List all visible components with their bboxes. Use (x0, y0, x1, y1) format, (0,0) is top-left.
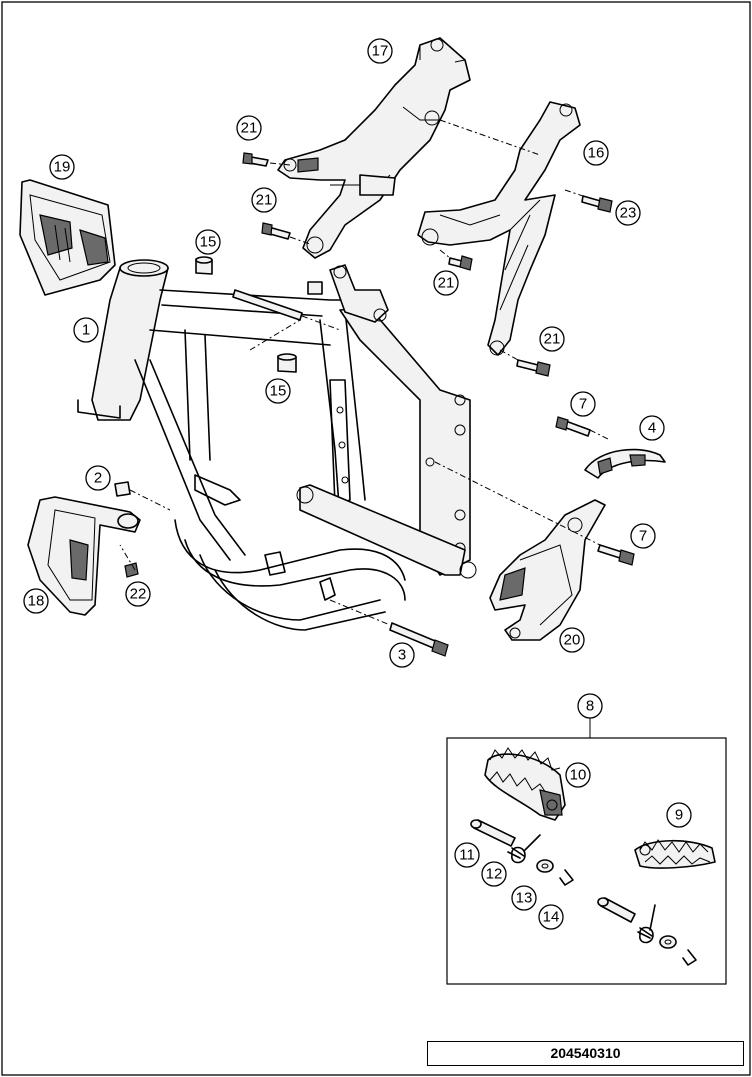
callout-21b: 21 (251, 187, 277, 213)
svg-text:9: 9 (675, 807, 683, 824)
svg-text:7: 7 (639, 528, 647, 545)
svg-text:21: 21 (241, 120, 258, 137)
svg-text:14: 14 (543, 909, 560, 926)
callout-22: 22 (125, 581, 151, 607)
callout-14: 14 (538, 904, 564, 930)
callout-18: 18 (23, 588, 49, 614)
svg-text:21: 21 (438, 275, 455, 292)
document-number: 204540310 (427, 1041, 744, 1066)
svg-text:17: 17 (372, 43, 389, 60)
callout-1: 1 (73, 317, 99, 343)
svg-text:1: 1 (82, 322, 90, 339)
svg-text:16: 16 (588, 145, 605, 162)
callout-13: 13 (511, 885, 537, 911)
callout-21c: 21 (433, 270, 459, 296)
svg-text:23: 23 (620, 205, 637, 222)
callout-2: 2 (85, 465, 111, 491)
callout-15b: 15 (265, 378, 291, 404)
svg-text:11: 11 (459, 847, 475, 864)
svg-text:2: 2 (94, 470, 102, 487)
motorcycle-frame-icon (77, 259, 477, 631)
svg-text:18: 18 (28, 593, 45, 610)
svg-text:13: 13 (516, 890, 533, 907)
callout-12: 12 (481, 861, 507, 887)
frame-guard-icon (27, 496, 141, 616)
svg-text:15: 15 (270, 383, 287, 400)
svg-text:8: 8 (586, 698, 594, 715)
assembly-lines (119, 119, 611, 626)
chain-guide-icon (489, 499, 606, 641)
callout-11: 11 (454, 842, 480, 868)
svg-text:22: 22 (130, 586, 147, 603)
callout-7a: 7 (570, 391, 596, 417)
callout-17: 17 (367, 38, 393, 64)
subframe-bracket-icon (277, 37, 471, 259)
callout-7b: 7 (630, 523, 656, 549)
footpeg-icon (484, 747, 566, 821)
callout-15a: 15 (195, 229, 221, 255)
headlight-mask-icon (19, 179, 116, 296)
callout-4: 4 (639, 415, 665, 441)
callout-16: 16 (583, 140, 609, 166)
callout-3: 3 (389, 642, 415, 668)
callout-8: 8 (577, 693, 603, 719)
footpeg-icon (634, 839, 716, 869)
callout-19: 19 (49, 154, 75, 180)
callout-10: 10 (565, 762, 591, 788)
svg-text:12: 12 (486, 866, 503, 883)
callout-9: 9 (666, 802, 692, 828)
fasteners (114, 152, 635, 657)
svg-text:7: 7 (579, 396, 587, 413)
svg-text:4: 4 (648, 420, 656, 437)
svg-text:20: 20 (564, 632, 581, 649)
callout-21a: 21 (236, 115, 262, 141)
subframe-bracket-icon (417, 101, 581, 356)
svg-text:19: 19 (54, 159, 71, 176)
svg-text:21: 21 (256, 192, 273, 209)
callout-20: 20 (559, 627, 585, 653)
chain-slider-icon (584, 448, 666, 479)
footpeg-hardware (470, 819, 697, 966)
svg-text:15: 15 (200, 234, 217, 251)
callout-21d: 21 (539, 326, 565, 352)
svg-text:3: 3 (398, 647, 406, 664)
callout-23: 23 (615, 200, 641, 226)
svg-text:10: 10 (570, 767, 587, 784)
svg-text:21: 21 (544, 331, 561, 348)
footpeg-kit-box (446, 737, 727, 985)
